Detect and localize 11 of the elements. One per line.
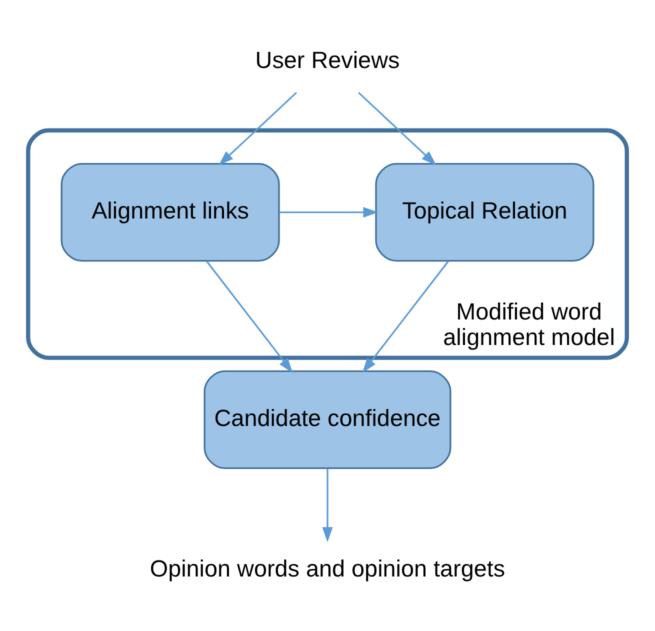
arrow [280,206,378,218]
node-box: Alignment links [60,162,280,262]
arrow [322,468,333,542]
arrow [362,260,449,372]
node-box: Topical Relation [375,162,594,262]
node-text: Opinion words and opinion targets [150,554,506,581]
node-text: User Reviews [255,46,400,72]
arrow [358,91,436,165]
arrow [218,91,298,165]
node-box: Candidate confidence [204,370,452,469]
arrow [206,260,293,372]
